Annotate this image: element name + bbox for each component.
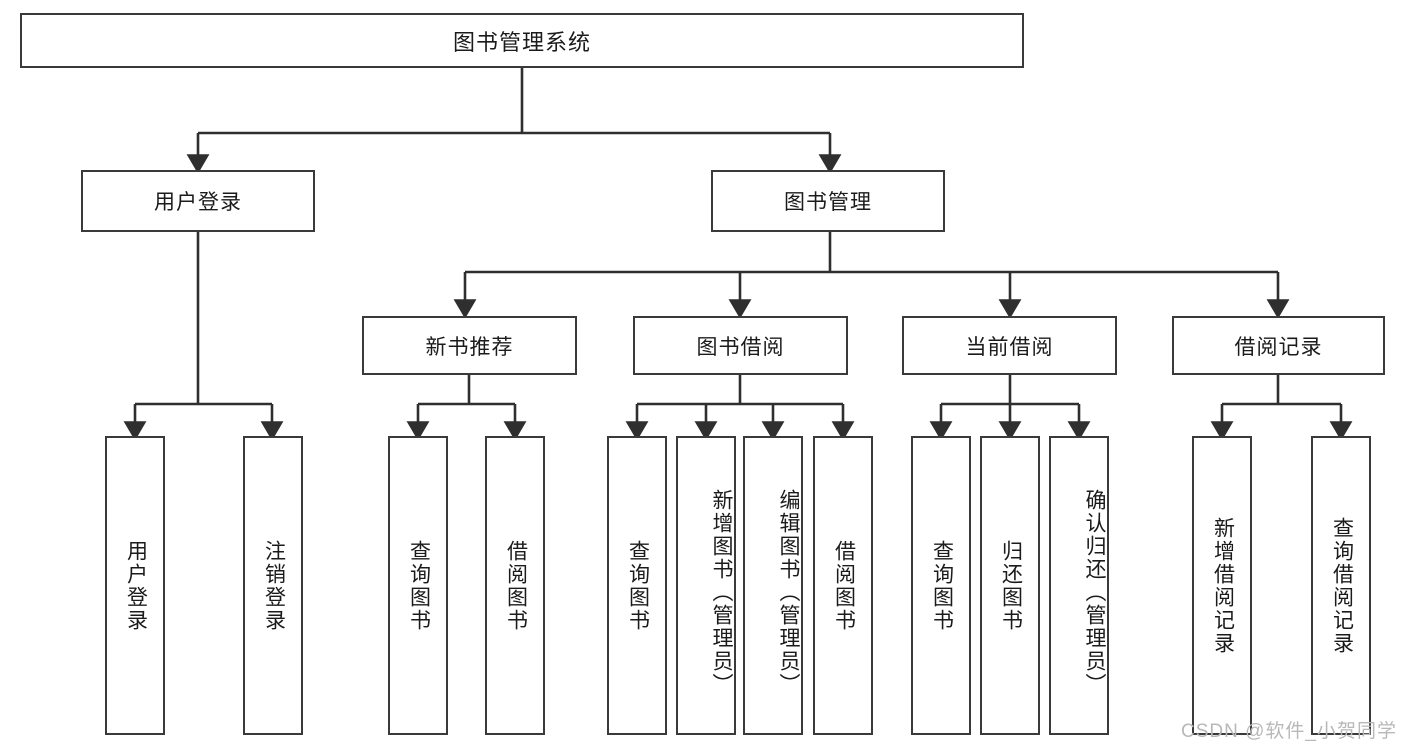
node-borrow-record[interactable]: 借阅记录 xyxy=(1172,316,1385,375)
leaf-user-login-logout[interactable]: 注销登录 xyxy=(243,436,303,735)
node-user-login[interactable]: 用户登录 xyxy=(81,170,315,232)
leaf-recommend-borrow-book[interactable]: 借阅图书 xyxy=(485,436,545,735)
leaf-borrow-add-book-admin[interactable]: 新增图书（管理员） xyxy=(676,436,736,735)
node-label: 确认归还（管理员） xyxy=(1083,489,1106,696)
leaf-current-query-book[interactable]: 查询图书 xyxy=(911,436,971,735)
node-label: 查询借阅记录 xyxy=(1330,516,1354,655)
node-label: 借阅图书 xyxy=(832,539,856,632)
node-label: 用户登录 xyxy=(124,539,148,632)
leaf-recommend-query-book[interactable]: 查询图书 xyxy=(388,436,448,735)
leaf-user-login-login[interactable]: 用户登录 xyxy=(105,436,165,735)
node-root-book-management-system[interactable]: 图书管理系统 xyxy=(20,13,1024,68)
node-label: 用户登录 xyxy=(154,191,242,214)
node-label: 查询图书 xyxy=(930,539,954,632)
node-label: 新书推荐 xyxy=(425,335,514,359)
node-label: 借阅图书 xyxy=(504,539,528,632)
node-label: 注销登录 xyxy=(262,539,286,632)
node-label: 图书借阅 xyxy=(696,335,785,359)
leaf-current-confirm-return-admin[interactable]: 确认归还（管理员） xyxy=(1049,436,1109,735)
leaf-borrow-edit-book-admin[interactable]: 编辑图书（管理员） xyxy=(743,436,803,735)
leaf-record-query-borrow-record[interactable]: 查询借阅记录 xyxy=(1311,436,1371,735)
leaf-current-return-book[interactable]: 归还图书 xyxy=(980,436,1040,735)
watermark: CSDN @软件_小贺同学 xyxy=(1181,721,1397,742)
node-label: 图书管理系统 xyxy=(452,29,591,55)
node-label: 查询图书 xyxy=(626,539,650,632)
node-label: 借阅记录 xyxy=(1234,335,1323,359)
node-label: 图书管理 xyxy=(784,191,872,214)
node-label: 编辑图书（管理员） xyxy=(777,489,800,696)
leaf-borrow-query-book[interactable]: 查询图书 xyxy=(607,436,667,735)
node-label: 新增借阅记录 xyxy=(1211,516,1235,655)
leaf-borrow-borrow-book[interactable]: 借阅图书 xyxy=(813,436,873,735)
node-label: 新增图书（管理员） xyxy=(710,489,733,696)
node-book-management[interactable]: 图书管理 xyxy=(711,170,945,232)
node-label: 查询图书 xyxy=(407,539,431,632)
node-current-borrow[interactable]: 当前借阅 xyxy=(902,316,1117,375)
node-book-borrow[interactable]: 图书借阅 xyxy=(633,316,848,375)
leaf-record-add-borrow-record[interactable]: 新增借阅记录 xyxy=(1192,436,1252,735)
node-label: 当前借阅 xyxy=(965,335,1054,359)
node-label: 归还图书 xyxy=(999,539,1023,632)
node-new-book-recommend[interactable]: 新书推荐 xyxy=(362,316,577,375)
